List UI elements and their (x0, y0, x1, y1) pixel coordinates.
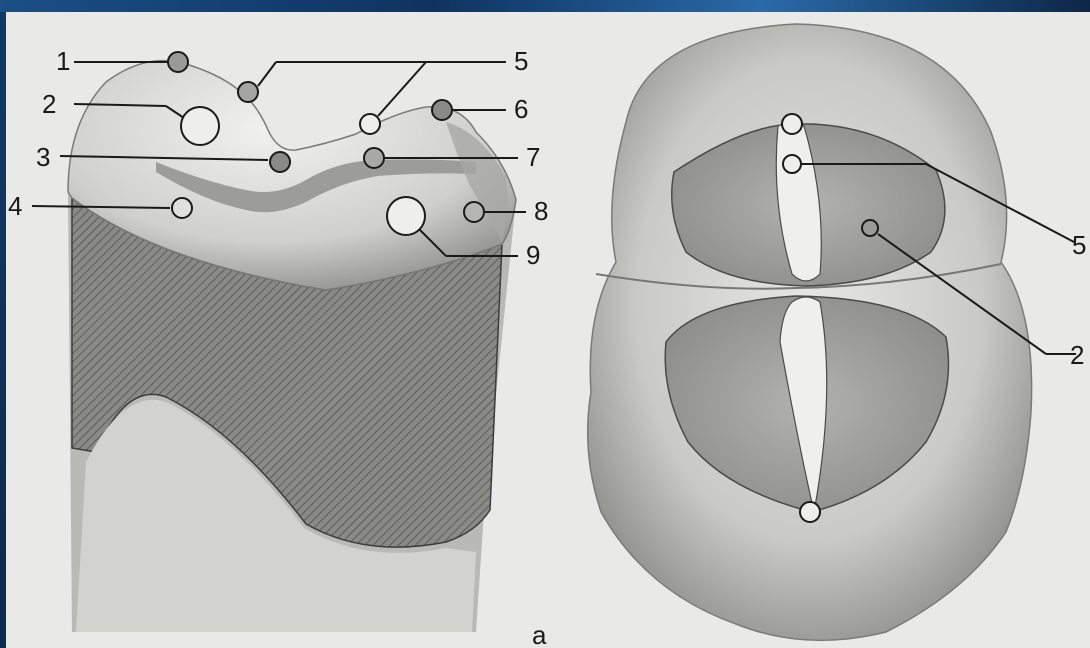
callout-marker-8 (464, 202, 484, 222)
callout-marker-4 (172, 198, 192, 218)
left-tooth (68, 61, 516, 632)
callout-marker-7 (364, 148, 384, 168)
right-labels: 5 2 (1070, 230, 1086, 370)
label-8: 8 (534, 196, 548, 226)
callout-marker-top (782, 114, 802, 134)
label-6: 6 (514, 94, 528, 124)
callout-marker-5r (783, 155, 801, 173)
label-1: 1 (56, 46, 70, 76)
label-2-right: 2 (1070, 340, 1084, 370)
callout-marker-bottom (800, 502, 820, 522)
callout-marker-1 (168, 52, 188, 72)
label-5-right: 5 (1072, 230, 1086, 260)
panel-label: а (532, 620, 547, 648)
label-5: 5 (514, 46, 528, 76)
callout-marker-5a (238, 82, 258, 102)
label-7: 7 (526, 142, 540, 172)
slide-top-band (0, 0, 1090, 12)
callout-marker-2r (862, 220, 878, 236)
callout-marker-2 (181, 107, 219, 145)
callout-marker-9 (387, 197, 425, 235)
label-9: 9 (526, 240, 540, 270)
callout-marker-3 (270, 152, 290, 172)
callout-marker-5b (360, 114, 380, 134)
label-2: 2 (42, 89, 56, 119)
label-3: 3 (36, 142, 50, 172)
label-4: 4 (8, 191, 22, 221)
right-tooth (588, 24, 1032, 640)
callout-marker-6 (432, 100, 452, 120)
tooth-diagram: 1 2 3 4 5 6 7 8 9 5 2 а (6, 12, 1090, 648)
